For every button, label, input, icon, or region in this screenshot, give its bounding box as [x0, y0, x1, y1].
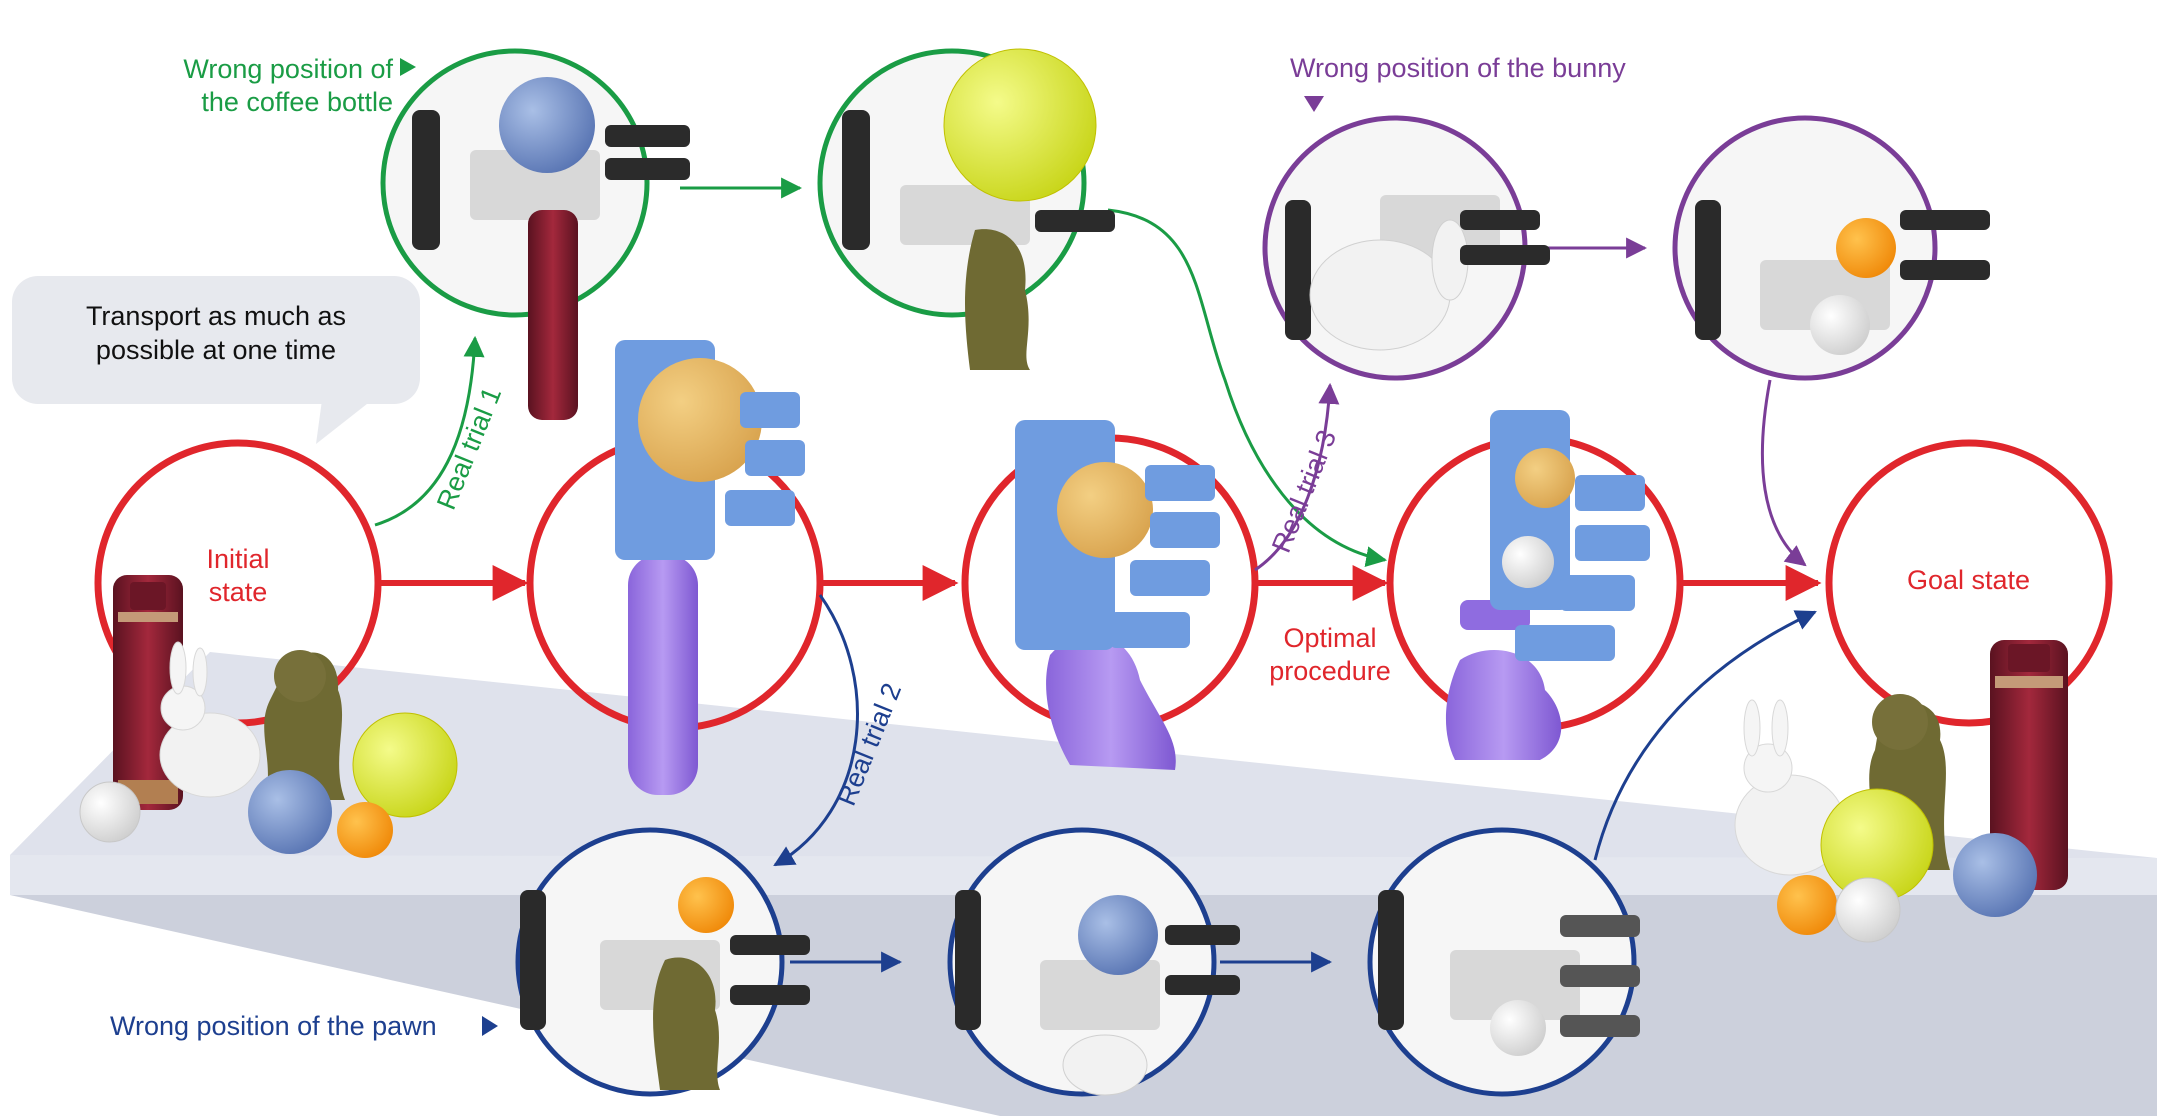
- initial-state-line-1: Initial: [206, 544, 270, 574]
- initial-objects: [79, 575, 458, 858]
- task-instruction-line-1: Transport as much as: [85, 301, 347, 331]
- robot-hand-trial1-b: [842, 48, 1115, 370]
- robot-hand-trial2-c: [1378, 890, 1640, 1056]
- robot-hand-trial2-b: [955, 890, 1240, 1096]
- wrong-coffee-line-1: Wrong position of: [183, 54, 393, 84]
- wrong-coffee-label: Wrong position of the coffee bottle: [163, 53, 393, 119]
- coffee-label-triangle: [400, 58, 416, 76]
- goal-state-label: Goal state: [1907, 565, 2031, 595]
- sim-hand-state-3: [1015, 420, 1220, 770]
- goal-bottle-icon: [1990, 640, 2068, 890]
- wrong-pawn-label: Wrong position of the pawn: [110, 1011, 437, 1041]
- speech-bubble: [12, 276, 420, 404]
- golf-ball-icon: [79, 781, 141, 843]
- initial-state-line-2: state: [208, 576, 268, 607]
- goal-golf-ball-icon: [1835, 877, 1901, 943]
- goal-state-circle: [1825, 439, 2113, 727]
- robot-hand-trial1-a: [412, 77, 690, 420]
- wrong-bunny-label: Wrong position of the bunny: [1290, 53, 1626, 83]
- sim-hand-state-4: [1445, 410, 1650, 760]
- task-instruction: Transport as much as possible at one tim…: [12, 300, 420, 368]
- blue-ball-icon: [248, 770, 332, 854]
- goal-bunny-icon: [1734, 699, 1846, 876]
- trial-1-arrows: [374, 177, 1388, 568]
- trial-2-arrows: [773, 594, 1817, 973]
- wrong-coffee-line-2: the coffee bottle: [201, 86, 393, 117]
- task-instruction-line-2: possible at one time: [95, 334, 337, 365]
- pawn-icon: [264, 650, 345, 800]
- optimal-procedure-line-2: procedure: [1269, 655, 1391, 686]
- sim-hand-state-2: [615, 340, 805, 795]
- orange-ball-icon: [337, 802, 393, 858]
- robot-hand-trial3-a: [1285, 195, 1550, 351]
- robot-hand-trial2-a: [520, 877, 810, 1090]
- robot-hand-trial3-b: [1695, 200, 1990, 355]
- bunny-icon: [159, 641, 261, 798]
- softball-icon: [352, 712, 458, 818]
- speech-bubble-tail: [316, 400, 372, 444]
- goal-blue-ball-icon: [1953, 833, 2037, 917]
- optimal-procedure-label: Optimal procedure: [1255, 622, 1405, 688]
- goal-orange-ball-icon: [1777, 875, 1837, 935]
- bunny-label-triangle: [1304, 96, 1324, 112]
- pawn-label-triangle: [482, 1016, 498, 1036]
- optimal-procedure-line-1: Optimal: [1283, 623, 1377, 653]
- initial-state-label: Initial state: [178, 543, 298, 609]
- goal-objects: [1734, 640, 2068, 943]
